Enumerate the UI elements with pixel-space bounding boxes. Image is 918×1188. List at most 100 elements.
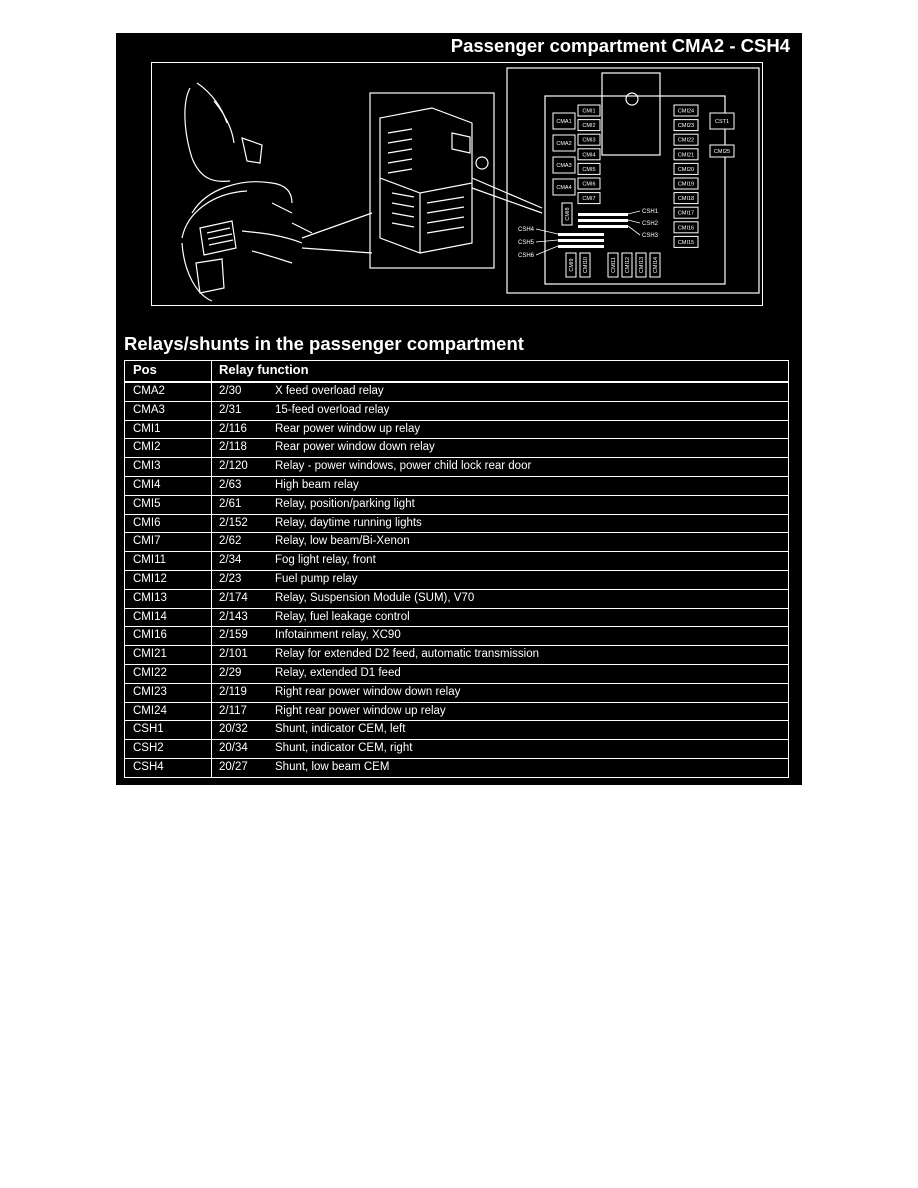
relay-slot-label: CMI4 [582,152,595,158]
cell-pos: CMI22 [124,663,212,684]
relay-slot-label: CMI18 [678,196,694,202]
relay-slot-cmi24: CMI24 [673,104,699,117]
cell-code: 2/174 [211,588,275,609]
cell-function: Rear power window up relay [275,419,789,439]
leader-line [627,225,641,236]
cell-pos: CMI14 [124,607,212,627]
relay-slot-cmi9: CMI9 [565,252,577,278]
cell-pos: CMI6 [124,513,212,533]
relay-slot-label: CMI25 [714,149,730,155]
cell-pos: CMI12 [124,569,212,590]
relay-slot-cmi16: CMI16 [673,221,699,234]
cell-function: Relay, Suspension Module (SUM), V70 [275,588,789,609]
relay-slot-label: CMI22 [678,138,694,144]
shunt-label-csh2: CSH2 [642,221,659,227]
cell-pos: CMI2 [124,438,212,458]
cell-pos: CMI5 [124,494,212,515]
relay-slot-label: CMI2 [582,123,595,129]
relay-slot-cmi1: CMI1 [577,104,601,117]
header-relay-function: Relay function [211,360,789,383]
cell-function: High beam relay [275,475,789,496]
cell-code: 20/34 [211,739,275,759]
cell-function: Infotainment relay, XC90 [275,626,789,646]
cell-pos: CMI13 [124,588,212,609]
header-pos: Pos [124,360,212,383]
leader-line [627,219,641,224]
relay-slot-label: CMI16 [678,225,694,231]
relay-slot-label: CMI3 [582,138,595,144]
cell-pos: CMA2 [124,381,212,402]
cell-pos: CMA3 [124,400,212,421]
relay-slot-cmi3: CMI3 [577,133,601,146]
relay-slot-cmi25: CMI25 [709,144,735,158]
relay-slot-cmi22: CMI22 [673,133,699,146]
relay-slot-cmi8: CMI8 [561,202,573,226]
table-header-row: Pos Relay function [124,360,789,383]
fuse-block-sketch [369,92,543,269]
relay-slot-cmi15: CMI15 [673,235,699,248]
relay-slot-label: CMI20 [678,167,694,173]
shunt-bar [558,245,604,248]
shunt-bar [558,239,604,242]
cell-code: 2/62 [211,532,275,552]
relay-slot-cma4: CMA4 [552,178,576,196]
relay-slot-label: CMI7 [582,196,595,202]
shunt-bar [558,233,604,236]
document-panel: Passenger compartment CMA2 - CSH4 [116,33,802,785]
relay-slot-label: CMI23 [678,123,694,129]
cell-code: 2/31 [211,400,275,421]
cell-pos: CMI4 [124,475,212,496]
relay-slot-cmi18: CMI18 [673,192,699,205]
cell-pos: CMI23 [124,682,212,703]
cell-function: Shunt, low beam CEM [275,757,789,778]
relay-slot-cmi14: CMI14 [649,252,661,278]
cell-pos: CMI16 [124,626,212,646]
cell-code: 20/32 [211,720,275,740]
relay-slot-label: CMI8 [565,207,571,220]
cell-function: Fog light relay, front [275,551,789,571]
relay-slot-cmi11: CMI11 [607,252,619,278]
cell-function: Relay, fuel leakage control [275,607,789,627]
relay-slot-label: CMA2 [556,141,571,147]
relay-slot-cmi21: CMI21 [673,148,699,161]
cell-function: Relay, extended D1 feed [275,663,789,684]
cell-function: 15-feed overload relay [275,400,789,421]
relay-slot-label: CMI21 [678,152,694,158]
relay-slot-cmi2: CMI2 [577,119,601,132]
relay-slot-label: CMI10 [583,257,589,273]
cell-pos: CMI11 [124,551,212,571]
cell-function: X feed overload relay [275,381,789,402]
cell-code: 2/117 [211,701,275,721]
relay-slot-cmi13: CMI13 [635,252,647,278]
cell-function: Relay - power windows, power child lock … [275,457,789,477]
relay-slot-cmi19: CMI19 [673,177,699,190]
cell-function: Relay, position/parking light [275,494,789,515]
relay-slot-cmi7: CMI7 [577,192,601,205]
section-title: Relays/shunts in the passenger compartme… [124,333,524,354]
leader-line [535,245,559,256]
relay-slot-label: CST1 [715,119,729,125]
relay-slot-cmi12: CMI12 [621,252,633,278]
cell-function: Fuel pump relay [275,569,789,590]
relay-slot-cma2: CMA2 [552,134,576,152]
relay-slot-label: CMI17 [678,211,694,217]
relay-slot-label: CMI6 [582,182,595,188]
relay-slot-label: CMI5 [582,167,595,173]
cell-code: 2/116 [211,419,275,439]
cell-function: Shunt, indicator CEM, right [275,739,789,759]
